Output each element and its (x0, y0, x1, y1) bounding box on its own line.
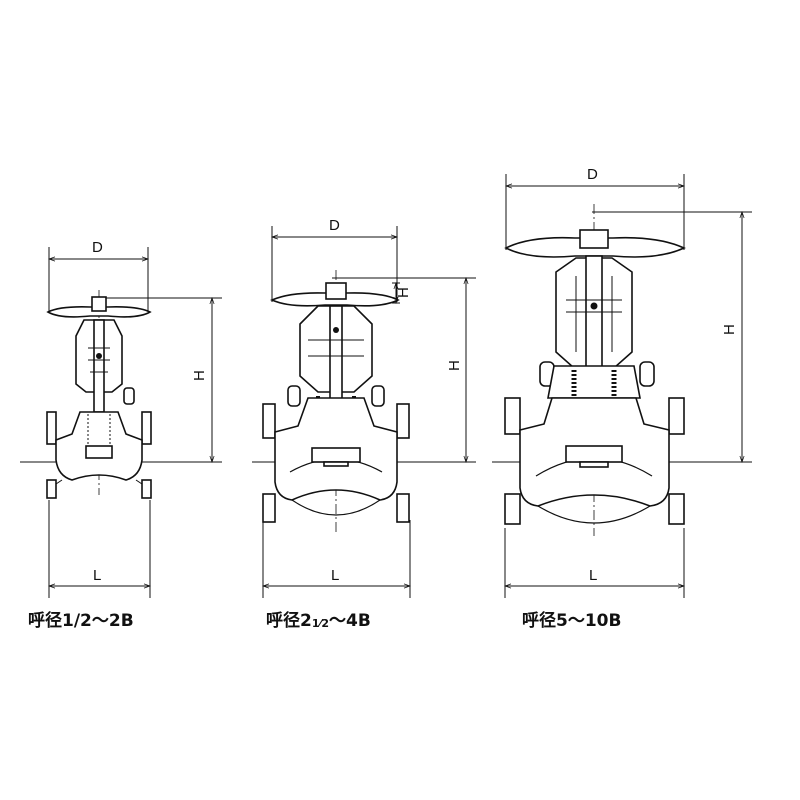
label-h-medium-small: H (395, 287, 412, 298)
caption-medium-valve: 呼径21⁄2～4B (266, 606, 371, 636)
label-d-medium: D (329, 217, 340, 234)
caption-large-valve: 呼径5～10B (522, 606, 621, 636)
label-h-medium: H (446, 360, 463, 371)
caption-medium-fraction: 1⁄2 (311, 617, 329, 630)
caption-large-prefix: 呼径5 (522, 611, 568, 631)
caption-small-valve: 呼径1/2～2B (28, 606, 134, 636)
label-l-small: L (93, 567, 101, 584)
dim-l-medium (263, 520, 410, 598)
caption-small-suffix: ～2B (91, 611, 134, 631)
label-l-large: L (589, 567, 597, 584)
valve-medium (252, 226, 476, 598)
label-h-large: H (721, 324, 738, 335)
valve-large (492, 174, 752, 598)
caption-medium-prefix: 呼径2 (266, 611, 312, 631)
dim-l-large (505, 528, 684, 598)
dim-l-small (49, 500, 150, 598)
valve-small (20, 247, 222, 598)
label-d-small: D (92, 239, 103, 256)
dim-d-small (49, 247, 148, 312)
label-h-small: H (191, 370, 208, 381)
label-l-medium: L (331, 567, 339, 584)
caption-large-suffix: ～10B (567, 611, 622, 631)
label-d-large: D (587, 166, 598, 183)
caption-small-prefix: 呼径1/2 (28, 611, 92, 631)
caption-medium-suffix: ～4B (329, 611, 371, 631)
